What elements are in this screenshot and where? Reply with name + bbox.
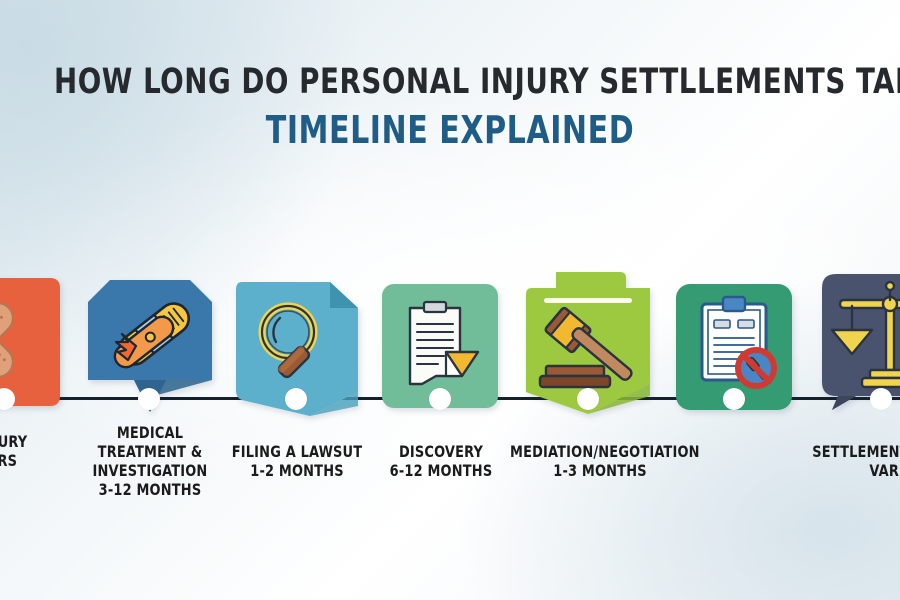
label-title: FILING A LAWSUT — [231, 442, 363, 461]
timeline-card-settlement-varies[interactable] — [822, 274, 900, 410]
document-icon — [382, 284, 498, 413]
timeline-dot-2[interactable] — [138, 388, 160, 410]
label-duration: 3-12 MONTHS — [98, 480, 202, 499]
label-duration: VARIE — [869, 461, 900, 480]
gavel-icon — [526, 272, 650, 419]
label-discovery: DISCOVERY 6-12 MONTHS — [379, 442, 503, 480]
timeline-dot-1[interactable] — [0, 388, 15, 410]
magnifier-icon — [236, 282, 358, 421]
bandage-pill-icon — [88, 276, 212, 421]
label-title: MEDIATION/NEGOTIATION — [510, 442, 700, 461]
label-mediation-negotiation: MEDIATION/NEGOTIATION 1-3 MONTHS — [510, 442, 700, 480]
timeline-card-filing-a-lawsuit[interactable] — [236, 282, 358, 416]
scales-of-justice-icon — [822, 274, 900, 415]
label-medical-treatment: MEDICAL TREATMENT & INVESTIGATION 3-12 M… — [85, 423, 215, 499]
label-duration: URS — [0, 451, 18, 470]
bandage-icon — [0, 278, 60, 411]
timeline-dot-3[interactable] — [285, 388, 307, 410]
timeline-dot-4[interactable] — [429, 388, 451, 410]
label-title: MEDICAL TREATMENT & INVESTIGATION — [92, 423, 208, 480]
title-block: HOW LONG DO PERSONAL INJURY SETTLLEMENTS… — [0, 62, 900, 152]
label-duration: 1-2 MONTHS — [250, 461, 344, 480]
timeline-card-settlement-or-trial[interactable] — [676, 284, 792, 410]
timeline-card-discovery[interactable] — [382, 284, 498, 408]
label-duration: 1-3 MONTHS — [553, 461, 647, 480]
label-filing-a-lawsuit: FILING A LAWSUT 1-2 MONTHS — [226, 442, 368, 480]
label-title: DISCOVERY — [398, 442, 484, 461]
page-title-primary: HOW LONG DO PERSONAL INJURY SETTLLEMENTS… — [54, 62, 900, 102]
clipboard-prohibited-icon — [676, 284, 792, 415]
timeline-card-medical-treatment[interactable] — [88, 276, 212, 416]
label-title: INJURY — [0, 432, 28, 451]
label-injury-occurs: INJURY URS — [0, 432, 56, 470]
card-shape-rounded-square — [0, 278, 60, 406]
page-title-secondary: TIMELINE EXPLAINED — [265, 108, 635, 152]
timeline-dot-6[interactable] — [723, 388, 745, 410]
timeline-dot-5[interactable] — [577, 388, 599, 410]
timeline-card-injury-occurs[interactable] — [0, 278, 60, 406]
timeline-card-mediation-negotiation[interactable] — [526, 272, 650, 414]
label-settlement-varies: SETTLEMENT VARIE — [812, 442, 900, 480]
label-duration: 6-12 MONTHS — [389, 461, 493, 480]
label-title: SETTLEMENT — [812, 442, 900, 461]
timeline-dot-7[interactable] — [870, 388, 892, 410]
